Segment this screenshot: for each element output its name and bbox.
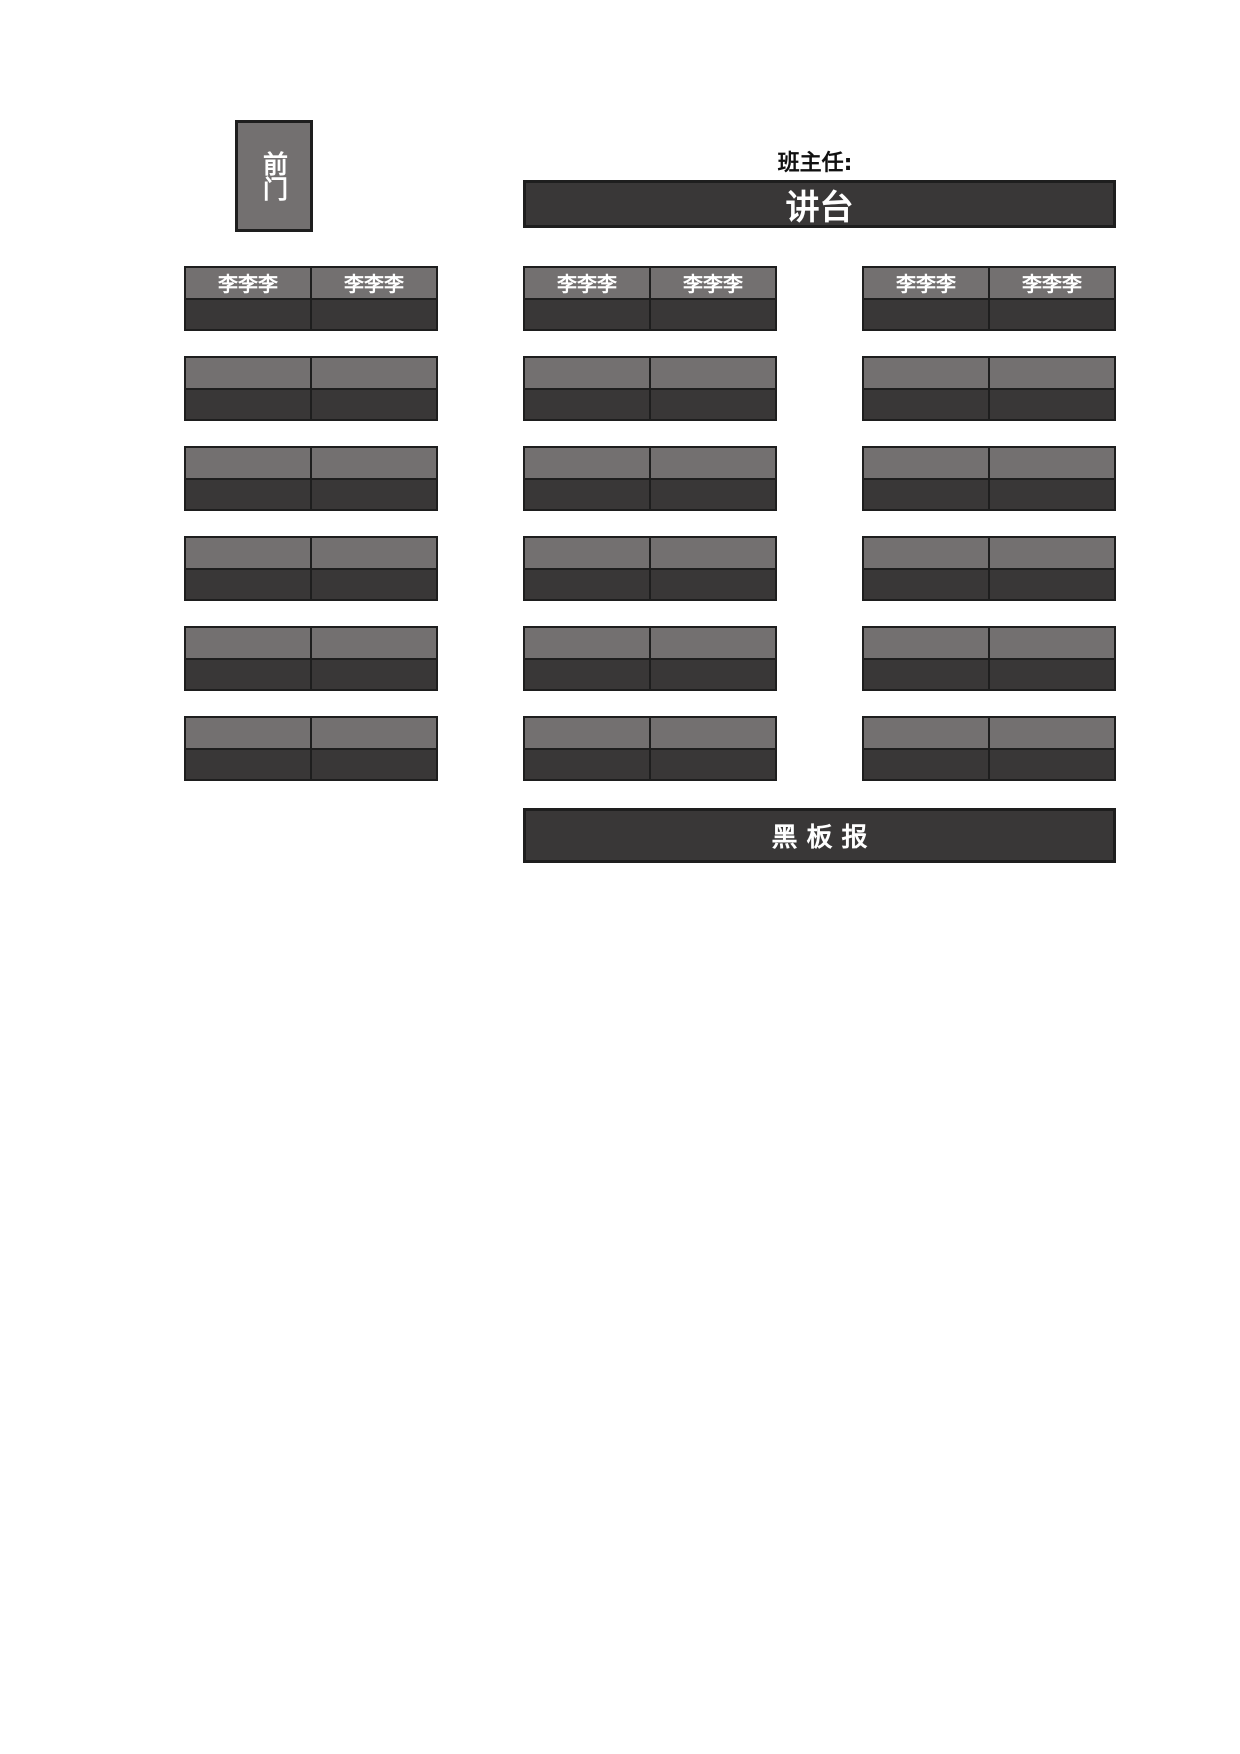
seat-lower-cell	[186, 479, 310, 509]
seat-name-cell	[186, 718, 310, 748]
front-door-label: 前门	[259, 151, 289, 201]
seat-lower-cell	[651, 749, 775, 779]
seat-lower-cell	[312, 569, 436, 599]
seat-name-cell	[864, 538, 988, 568]
desk-group-2-row-2	[523, 356, 777, 421]
seat-lower-cell	[864, 299, 988, 329]
seat-name-cell	[864, 628, 988, 658]
seat-name-cell	[312, 448, 436, 478]
seat-name-cell: 李李李	[186, 268, 310, 298]
seat-lower-cell	[651, 389, 775, 419]
seat-name-cell	[525, 448, 649, 478]
seat-lower-cell	[312, 389, 436, 419]
desk-group-2-row-1: 李李李李李李	[523, 266, 777, 331]
front-door: 前门	[235, 120, 313, 232]
seat-name-cell	[651, 628, 775, 658]
seat-name-cell	[990, 358, 1114, 388]
desk-group-3-row-1: 李李李李李李	[862, 266, 1116, 331]
seat-lower-cell	[864, 659, 988, 689]
desk-group-3-row-5	[862, 626, 1116, 691]
seat-name-cell	[990, 448, 1114, 478]
seat-lower-cell	[525, 299, 649, 329]
desk-group-1-row-6	[184, 716, 438, 781]
seat-lower-cell	[990, 389, 1114, 419]
blackboard: 黑 板 报	[523, 808, 1116, 863]
desk-group-3-row-3	[862, 446, 1116, 511]
seat-lower-cell	[525, 389, 649, 419]
seat-name-cell	[525, 628, 649, 658]
seat-lower-cell	[525, 749, 649, 779]
seat-lower-cell	[651, 479, 775, 509]
desk-group-1-row-2	[184, 356, 438, 421]
seat-lower-cell	[312, 479, 436, 509]
seat-lower-cell	[864, 389, 988, 419]
seat-lower-cell	[864, 569, 988, 599]
blackboard-label: 黑 板 报	[771, 823, 868, 853]
seat-name-cell	[864, 718, 988, 748]
seat-lower-cell	[312, 299, 436, 329]
seat-name-cell	[990, 538, 1114, 568]
seat-name-cell	[651, 538, 775, 568]
seat-lower-cell	[990, 479, 1114, 509]
seat-lower-cell	[186, 749, 310, 779]
seat-lower-cell	[864, 749, 988, 779]
seat-name-cell	[186, 628, 310, 658]
seat-name-cell	[186, 358, 310, 388]
desk-group-3-row-6	[862, 716, 1116, 781]
seat-lower-cell	[186, 299, 310, 329]
seat-name-cell	[312, 538, 436, 568]
seat-lower-cell	[312, 659, 436, 689]
seat-lower-cell	[651, 299, 775, 329]
seat-name-cell	[651, 718, 775, 748]
seat-lower-cell	[525, 659, 649, 689]
seat-lower-cell	[186, 659, 310, 689]
podium: 讲台	[523, 180, 1116, 228]
seat-name-cell: 李李李	[864, 268, 988, 298]
seat-lower-cell	[525, 569, 649, 599]
seat-name-cell	[651, 358, 775, 388]
seat-name-cell	[864, 358, 988, 388]
desk-group-2-row-5	[523, 626, 777, 691]
seat-name-cell	[186, 448, 310, 478]
desk-group-2-row-3	[523, 446, 777, 511]
seat-lower-cell	[990, 749, 1114, 779]
seat-name-cell	[186, 538, 310, 568]
seat-name-cell	[525, 538, 649, 568]
seat-lower-cell	[990, 659, 1114, 689]
desk-group-1-row-3	[184, 446, 438, 511]
seat-lower-cell	[990, 299, 1114, 329]
seat-name-cell	[312, 358, 436, 388]
seat-lower-cell	[990, 569, 1114, 599]
seat-name-cell	[864, 448, 988, 478]
desk-group-2-row-4	[523, 536, 777, 601]
head-teacher-label: 班主任:	[777, 151, 853, 176]
seat-lower-cell	[864, 479, 988, 509]
seat-lower-cell	[651, 569, 775, 599]
seat-lower-cell	[525, 479, 649, 509]
seat-name-cell	[312, 628, 436, 658]
seat-lower-cell	[186, 569, 310, 599]
seat-lower-cell	[312, 749, 436, 779]
desk-group-1-row-5	[184, 626, 438, 691]
desk-group-1-row-4	[184, 536, 438, 601]
seat-name-cell	[312, 718, 436, 748]
seat-name-cell: 李李李	[525, 268, 649, 298]
seat-name-cell	[651, 448, 775, 478]
seat-name-cell	[525, 718, 649, 748]
seat-name-cell	[990, 628, 1114, 658]
seat-name-cell	[990, 718, 1114, 748]
seat-lower-cell	[186, 389, 310, 419]
seat-name-cell: 李李李	[312, 268, 436, 298]
seat-name-cell: 李李李	[651, 268, 775, 298]
seat-lower-cell	[651, 659, 775, 689]
seat-name-cell: 李李李	[990, 268, 1114, 298]
podium-label: 讲台	[785, 187, 854, 228]
desk-group-3-row-4	[862, 536, 1116, 601]
seat-name-cell	[525, 358, 649, 388]
desk-group-1-row-1: 李李李李李李	[184, 266, 438, 331]
desk-group-2-row-6	[523, 716, 777, 781]
desk-group-3-row-2	[862, 356, 1116, 421]
